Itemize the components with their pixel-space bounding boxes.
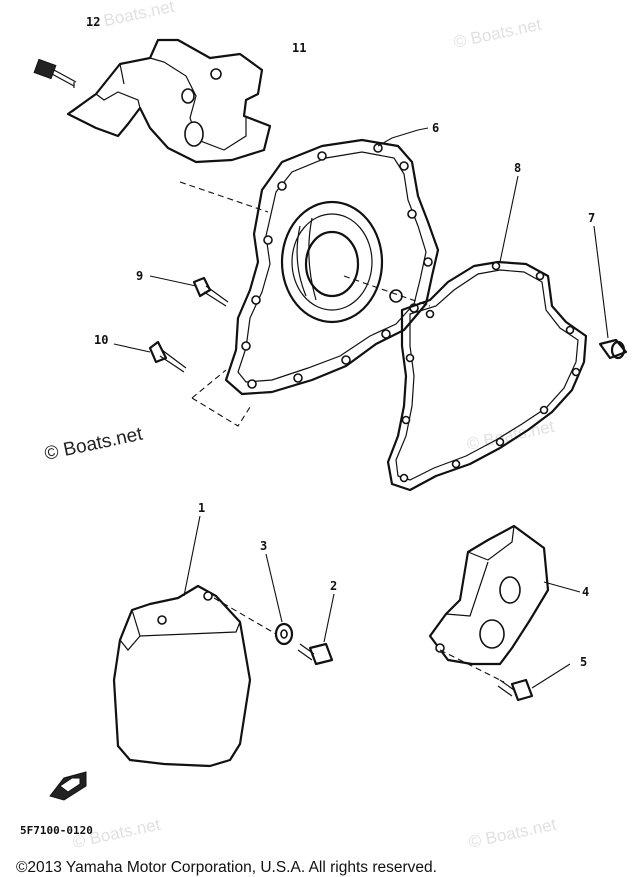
callout-9: 9 (136, 269, 143, 283)
part-3-washer (265, 553, 294, 646)
drawing-code: 5F7100-0120 (20, 824, 93, 837)
part-10-bolt (113, 340, 187, 373)
callout-6: 6 (432, 121, 439, 135)
part-6-crankcase-cover (224, 127, 440, 396)
assembly-line-center (343, 275, 431, 307)
copyright-notice: ©2013 Yamaha Motor Corporation, U.S.A. A… (16, 859, 437, 876)
fwd-arrow-icon (49, 771, 87, 801)
callout-4: 4 (582, 585, 589, 599)
part-7-dowel-pin (593, 225, 628, 360)
part-4-cover-bracket (428, 524, 581, 683)
callout-12: 12 (86, 15, 100, 29)
callout-1: 1 (198, 501, 205, 515)
watermark-bottom-right: © Boats.net (467, 815, 558, 852)
part-12-screw (33, 58, 77, 88)
callout-5: 5 (580, 655, 587, 669)
part-2-screw (297, 593, 335, 666)
part-9-bolt (149, 275, 229, 307)
part-11-cover-bracket (66, 38, 272, 164)
watermark-mid-left: © Boats.net (43, 424, 145, 465)
assembly-line-upper (179, 181, 269, 213)
callout-2: 2 (330, 579, 337, 593)
watermark-mid-right: © Boats.net (465, 417, 556, 454)
callout-7: 7 (588, 211, 595, 225)
watermark-top-right: © Boats.net (452, 15, 543, 52)
callout-3: 3 (260, 539, 267, 553)
assembly-line-lower (191, 369, 253, 427)
callout-11: 11 (292, 41, 306, 55)
callout-10: 10 (94, 333, 108, 347)
part-8-gasket (386, 175, 588, 492)
part-1-lower-cover (112, 515, 277, 768)
part-5-screw (497, 663, 571, 702)
callout-8: 8 (514, 161, 521, 175)
